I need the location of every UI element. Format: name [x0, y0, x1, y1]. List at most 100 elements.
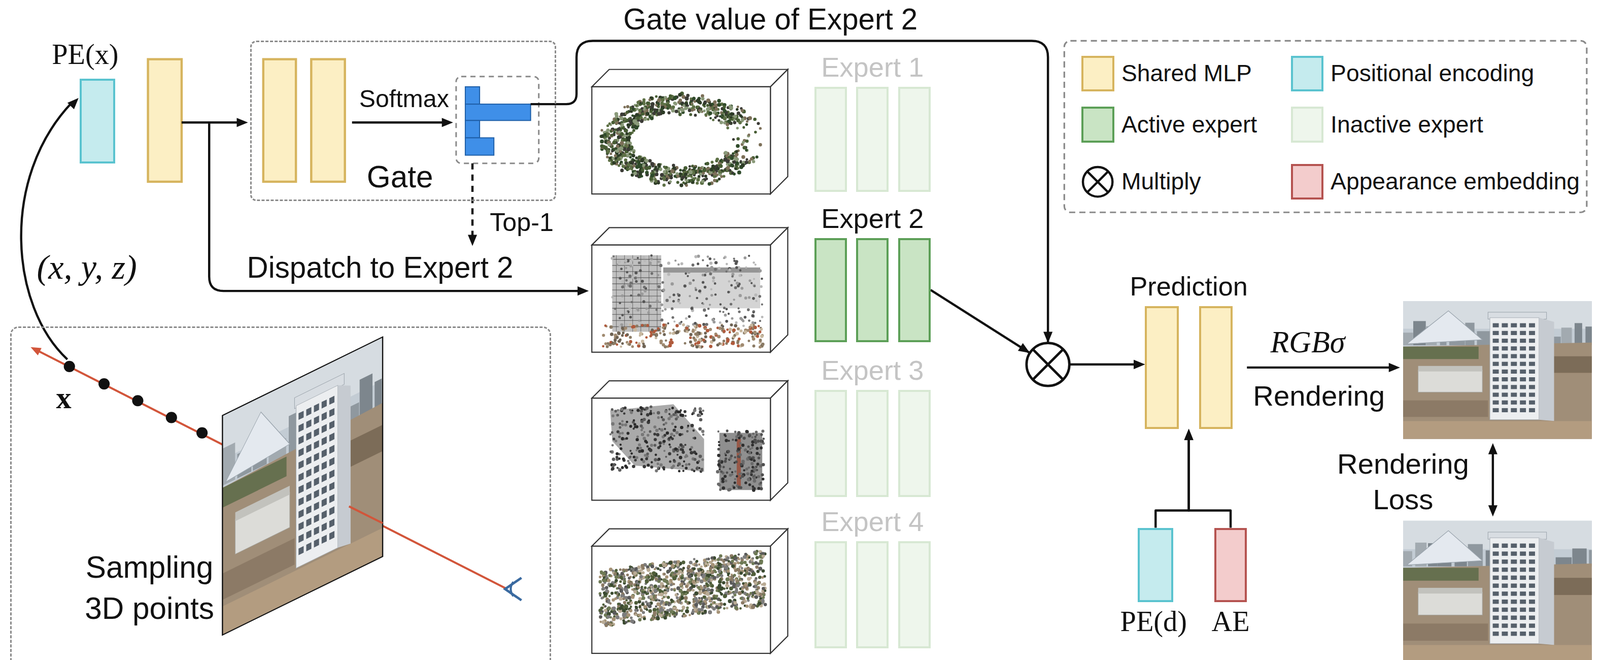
- point-sample: [628, 455, 632, 459]
- point-sample: [634, 458, 637, 462]
- point-sample: [683, 410, 687, 414]
- point-sample: [654, 453, 658, 456]
- point-sample: [662, 329, 665, 333]
- point-sample: [728, 467, 731, 470]
- point-sample: [605, 155, 609, 159]
- tower-window: [321, 534, 327, 544]
- point-sample: [624, 128, 628, 133]
- photo-frame: [222, 336, 383, 635]
- point-sample: [734, 261, 738, 265]
- point-sample: [685, 176, 688, 180]
- point-sample: [645, 111, 651, 116]
- tower-window: [329, 493, 335, 503]
- point-sample: [707, 166, 710, 170]
- point-sample: [628, 274, 632, 278]
- volume-front-face: [591, 245, 771, 353]
- point-sample: [668, 295, 671, 298]
- point-sample: [708, 344, 713, 349]
- point-sample: [613, 130, 616, 134]
- point-sample: [699, 417, 703, 422]
- point-sample: [616, 263, 619, 266]
- reconstructed-floor-line: [612, 295, 662, 296]
- point-sample: [719, 310, 722, 313]
- point-sample: [669, 414, 673, 418]
- point-sample: [669, 337, 673, 342]
- point-sample: [673, 320, 676, 323]
- point-sample: [756, 468, 759, 471]
- point-sample: [718, 440, 721, 444]
- point-sample: [671, 316, 674, 319]
- point-sample: [623, 262, 627, 266]
- point-sample: [662, 323, 666, 327]
- point-sample: [759, 446, 763, 450]
- point-sample: [702, 433, 705, 436]
- point-sample: [648, 304, 652, 308]
- point-sample: [761, 477, 765, 481]
- point-sample: [655, 299, 659, 303]
- point-sample: [698, 407, 702, 411]
- point-sample: [752, 283, 756, 287]
- tower-window: [314, 525, 320, 535]
- point-sample: [635, 324, 639, 328]
- point-sample: [637, 261, 641, 264]
- point-sample: [718, 483, 722, 487]
- point-sample: [739, 268, 742, 272]
- point-sample: [621, 465, 625, 469]
- point-sample: [653, 432, 657, 436]
- point-sample: [610, 466, 615, 471]
- point-sample: [685, 326, 689, 330]
- point-sample: [731, 152, 735, 155]
- point-sample: [634, 125, 639, 130]
- point-sample: [648, 98, 652, 102]
- point-sample: [728, 456, 732, 460]
- point-sample: [629, 145, 634, 149]
- point-sample: [655, 94, 658, 98]
- point-sample: [717, 453, 721, 458]
- point-sample: [646, 445, 650, 448]
- point-sample: [640, 428, 643, 432]
- point-sample: [671, 406, 674, 410]
- point-sample: [685, 317, 688, 320]
- reconstructed-column-line: [616, 255, 617, 332]
- point-sample: [701, 281, 705, 284]
- point-sample: [644, 457, 649, 461]
- point-sample: [674, 167, 677, 171]
- point-sample: [643, 323, 647, 327]
- point-sample: [756, 334, 760, 338]
- point-sample: [708, 303, 711, 306]
- point-sample: [753, 330, 757, 334]
- point-sample: [623, 105, 626, 109]
- point-sample: [672, 299, 675, 303]
- point-sample: [612, 140, 617, 145]
- point-sample: [621, 423, 625, 427]
- point-sample: [702, 322, 706, 326]
- point-sample: [621, 333, 624, 337]
- point-sample: [694, 406, 697, 410]
- point-sample: [735, 281, 739, 285]
- point-sample: [729, 302, 733, 305]
- point-sample: [705, 297, 708, 300]
- point-sample: [607, 158, 611, 162]
- point-sample: [629, 281, 633, 285]
- point-sample: [683, 284, 687, 288]
- point-sample: [651, 164, 655, 168]
- point-sample: [693, 321, 697, 325]
- point-sample: [620, 267, 623, 270]
- point-sample: [660, 427, 664, 432]
- point-sample: [718, 169, 722, 174]
- point-sample: [705, 161, 710, 166]
- point-sample: [644, 335, 648, 339]
- point-sample: [722, 465, 726, 468]
- sample-point: [63, 360, 76, 372]
- point-sample: [635, 449, 638, 452]
- reconstructed-floor-line: [612, 314, 662, 315]
- point-sample: [719, 159, 723, 163]
- point-sample: [625, 131, 629, 135]
- point-sample: [641, 255, 645, 259]
- point-sample: [677, 446, 681, 449]
- point-sample: [710, 160, 714, 164]
- point-sample: [689, 340, 693, 344]
- point-sample: [717, 102, 722, 107]
- point-sample: [706, 98, 711, 103]
